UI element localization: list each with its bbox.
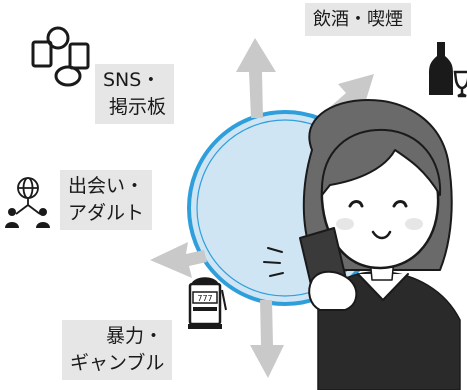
arrow-down [250, 300, 284, 378]
label-sns-line1: SNS・ [103, 69, 161, 91]
label-sns: SNS・ 掲示板 [95, 64, 175, 124]
svg-text:777: 777 [197, 294, 212, 303]
globe-people-icon [5, 177, 50, 228]
arrow-left [150, 242, 207, 278]
phone-signal-marks [263, 247, 284, 277]
label-dating-adult: 出会い・ アダルト [60, 170, 153, 230]
label-dating-line2: アダルト [68, 202, 145, 224]
girl-with-phone [299, 99, 461, 390]
bottle-glass-icon [429, 42, 467, 98]
label-violence-line2: ギャンブル [70, 352, 165, 374]
label-sns-line2: 掲示板 [109, 96, 167, 118]
label-dating-line1: 出会い・ [68, 175, 145, 197]
chat-bubbles-icon [31, 26, 90, 87]
label-drinking-smoking-text: 飲酒・喫煙 [313, 9, 403, 30]
label-violence-line1: 暴力・ [106, 325, 164, 347]
label-drinking-smoking: 飲酒・喫煙 [305, 3, 411, 36]
slot-machine-icon: 777 [188, 277, 227, 329]
label-violence-gambling: 暴力・ ギャンブル [62, 320, 173, 380]
arrow-up [236, 38, 276, 118]
